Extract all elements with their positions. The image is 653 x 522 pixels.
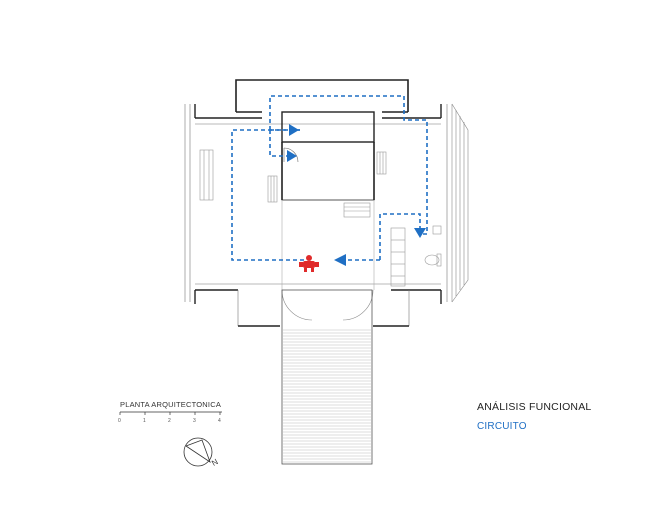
- analysis-title: ANÁLISIS FUNCIONAL: [477, 401, 592, 413]
- scale-tick-2: 2: [168, 418, 171, 424]
- circuit-arrows: [287, 124, 426, 266]
- arrowhead-icon: [414, 228, 426, 238]
- arrowhead-icon: [289, 124, 299, 136]
- person-marker-icon: [299, 255, 319, 272]
- scale-bar: [119, 411, 222, 415]
- walkway: [281, 289, 373, 465]
- furniture: [199, 149, 442, 287]
- plan-label: PLANTA ARQUITECTONICA: [120, 400, 222, 409]
- scale-tick-0: 0: [118, 418, 121, 424]
- analysis-subtitle: CIRCUITO: [477, 421, 527, 432]
- scale-tick-4: 4: [218, 418, 221, 424]
- outer-walls: [194, 104, 442, 304]
- scale-tick-3: 3: [193, 418, 196, 424]
- central-room: [281, 111, 375, 290]
- circuit-path: [231, 95, 428, 261]
- scale-tick-1: 1: [143, 418, 146, 424]
- north-arrow-icon: [183, 437, 213, 467]
- entrance: [281, 289, 374, 321]
- side-deck: [451, 103, 469, 303]
- thin-walls: [184, 104, 448, 327]
- arrowhead-icon: [334, 254, 346, 266]
- arrowhead-icon: [287, 150, 297, 162]
